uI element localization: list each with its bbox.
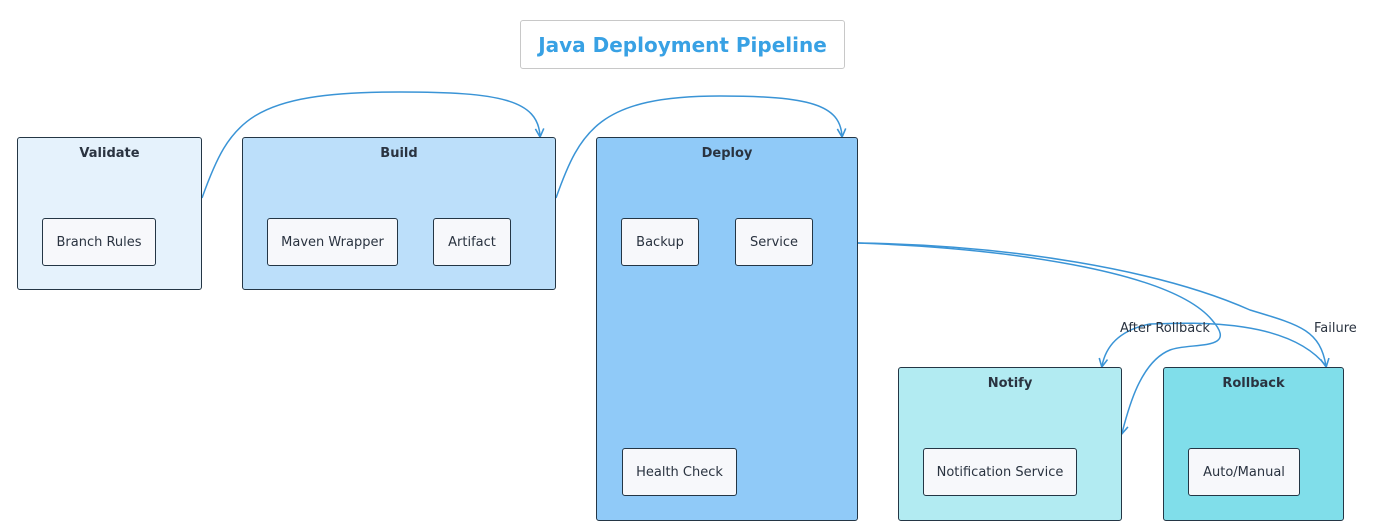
edge-label-failure: Failure	[1314, 321, 1357, 336]
group-build-label: Build	[380, 146, 418, 161]
node-artifact[interactable]: Artifact	[433, 218, 511, 266]
node-auto-manual[interactable]: Auto/Manual	[1188, 448, 1300, 496]
diagram-title: Java Deployment Pipeline	[520, 20, 845, 69]
group-build: Build	[242, 137, 556, 290]
edge-build-to-deploy	[555, 95, 842, 199]
edge-rollback-to-notify	[1102, 322, 1327, 366]
node-health-check[interactable]: Health Check	[622, 448, 737, 496]
group-validate: Validate	[17, 137, 202, 290]
group-deploy-label: Deploy	[701, 146, 753, 161]
group-notify: Notify	[898, 367, 1122, 521]
node-maven-wrapper[interactable]: Maven Wrapper	[267, 218, 398, 266]
edge-deploy-to-rollback	[857, 242, 1326, 366]
edge-deploy-to-notify	[857, 242, 1221, 433]
group-notify-label: Notify	[987, 376, 1033, 391]
edge-validate-to-build	[201, 91, 540, 199]
node-notification-service[interactable]: Notification Service	[923, 448, 1077, 496]
group-rollback-label: Rollback	[1222, 376, 1285, 391]
group-rollback: Rollback	[1163, 367, 1344, 521]
group-validate-label: Validate	[79, 146, 140, 161]
node-service[interactable]: Service	[735, 218, 813, 266]
edge-label-after-rollback: After Rollback	[1120, 321, 1210, 336]
node-branch-rules[interactable]: Branch Rules	[42, 218, 156, 266]
node-backup[interactable]: Backup	[621, 218, 699, 266]
